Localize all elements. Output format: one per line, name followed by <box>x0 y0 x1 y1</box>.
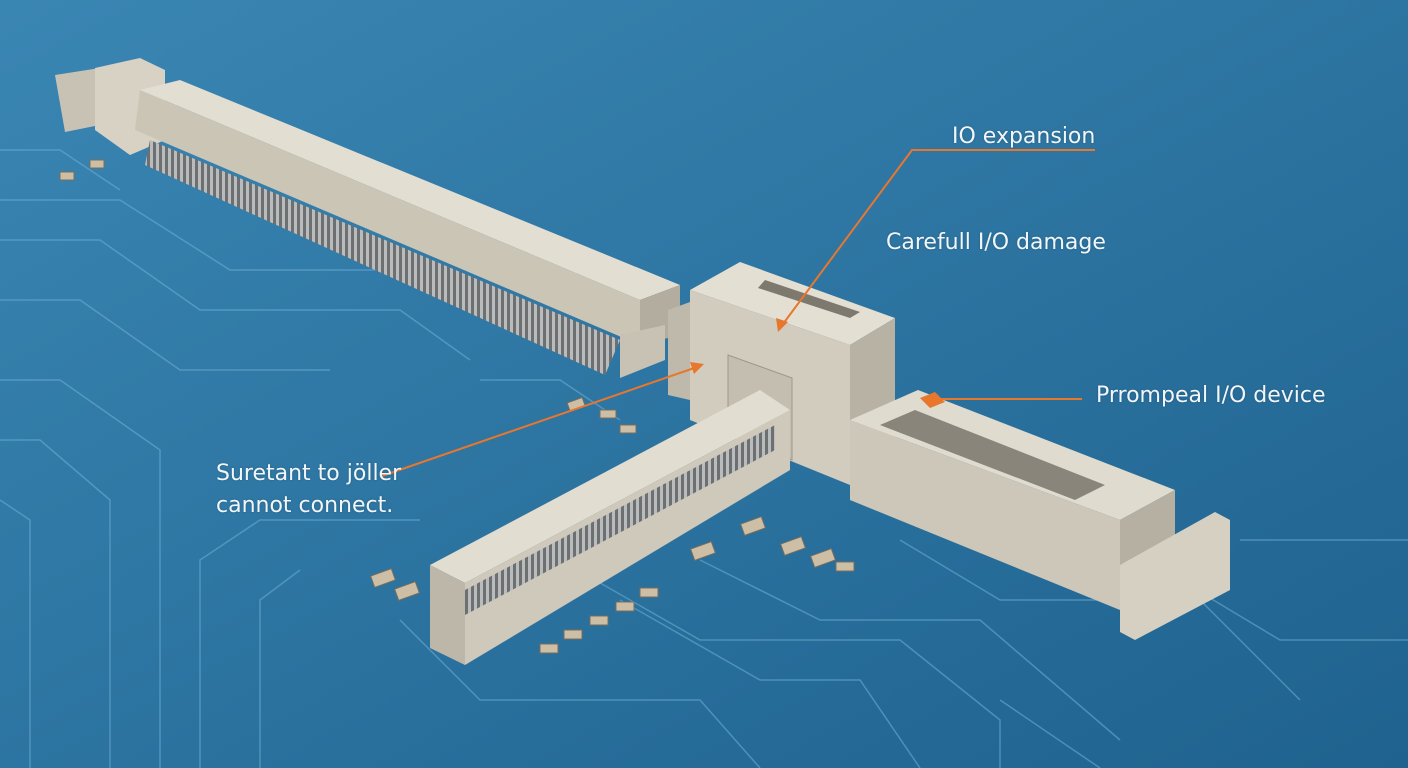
callout-io-expansion <box>779 149 1095 329</box>
smd-components <box>59 159 855 654</box>
label-careful-damage: Carefull I/O damage <box>886 230 1106 255</box>
lower-pin-header <box>430 390 790 665</box>
callout-lines <box>381 149 1095 477</box>
label-peripheral-device: Prrompeal I/O device <box>1096 383 1326 408</box>
label-io-expansion: IO expansion <box>952 124 1096 149</box>
right-socket-connector <box>850 390 1230 640</box>
label-surtant-line2: cannot connect. <box>216 493 394 518</box>
long-edge-connector <box>55 58 680 378</box>
callout-surtant <box>381 365 701 477</box>
arrowhead-icon <box>690 362 704 374</box>
arrowhead-icon <box>776 318 788 332</box>
circuit-traces <box>0 149 1408 768</box>
label-surtant-line1: Suretant to jöller <box>216 461 402 486</box>
